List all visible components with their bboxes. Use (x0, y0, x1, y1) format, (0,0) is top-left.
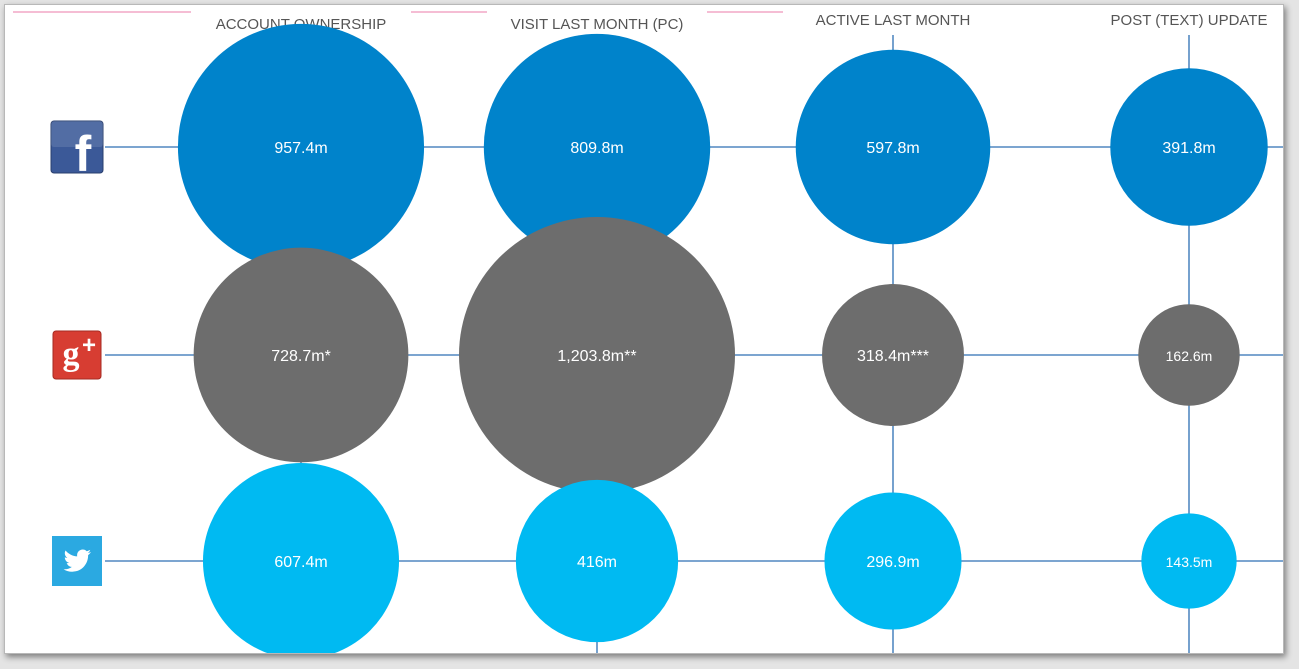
bubble-label-twitter-3: 296.9m (866, 554, 919, 571)
bubble-label-facebook-1: 957.4m (274, 140, 327, 157)
bubble-twitter-active-last-month (824, 492, 962, 630)
bubble-facebook-visit-last-month-pc (483, 33, 711, 261)
column-label-active-last-month: ACTIVE LAST MONTH (816, 12, 971, 29)
column-label-post-text-update: POST (TEXT) UPDATE (1111, 12, 1268, 29)
bubble-label-google-4: 162.6m (1166, 348, 1213, 364)
twitter-icon (52, 536, 102, 586)
bubble-label-twitter-2: 416m (577, 554, 617, 571)
bubble-label-google-2: 1,203.8m** (557, 348, 636, 365)
bubble-facebook-account-ownership (177, 23, 425, 271)
bubble-twitter-post-text-update (1141, 513, 1237, 609)
bubble-label-facebook-4: 391.8m (1162, 140, 1215, 157)
bubble-google-active-last-month (822, 284, 964, 426)
bubble-label-twitter-1: 607.4m (274, 554, 327, 571)
bubble-label-twitter-4: 143.5m (1166, 554, 1213, 570)
google-plus-icon: g+ (52, 330, 102, 380)
column-label-visit-last-month-pc: VISIT LAST MONTH (PC) (511, 16, 684, 33)
svg-text:f: f (75, 126, 92, 182)
bubble-facebook-active-last-month (795, 49, 991, 245)
bubble-chart: ACCOUNT OWNERSHIPVISIT LAST MONTH (PC)AC… (13, 11, 1283, 653)
row-icons: f g+ (50, 120, 104, 586)
bubble-label-facebook-2: 809.8m (570, 140, 623, 157)
facebook-icon: f (50, 120, 104, 182)
svg-text:g: g (63, 336, 80, 373)
bubble-facebook-post-text-update (1110, 68, 1268, 226)
bubble-label-facebook-3: 597.8m (866, 140, 919, 157)
bubble-google-account-ownership (193, 247, 409, 463)
bubble-label-google-3: 318.4m*** (857, 348, 929, 365)
bubble-twitter-account-ownership (203, 463, 399, 653)
svg-text:+: + (82, 332, 96, 359)
bubble-label-google-1: 728.7m* (271, 348, 331, 365)
bubble-google-post-text-update (1138, 304, 1240, 406)
bubble-twitter-visit-last-month-pc (515, 479, 679, 643)
bubbles: 957.4m 809.8m 597.8m 391.8m 728.7m* 1,203.8m*… (177, 23, 1268, 653)
chart-frame: ACCOUNT OWNERSHIPVISIT LAST MONTH (PC)AC… (4, 4, 1284, 654)
column-labels: ACCOUNT OWNERSHIPVISIT LAST MONTH (PC)AC… (216, 12, 1268, 33)
bubble-google-visit-last-month-pc (459, 217, 735, 493)
